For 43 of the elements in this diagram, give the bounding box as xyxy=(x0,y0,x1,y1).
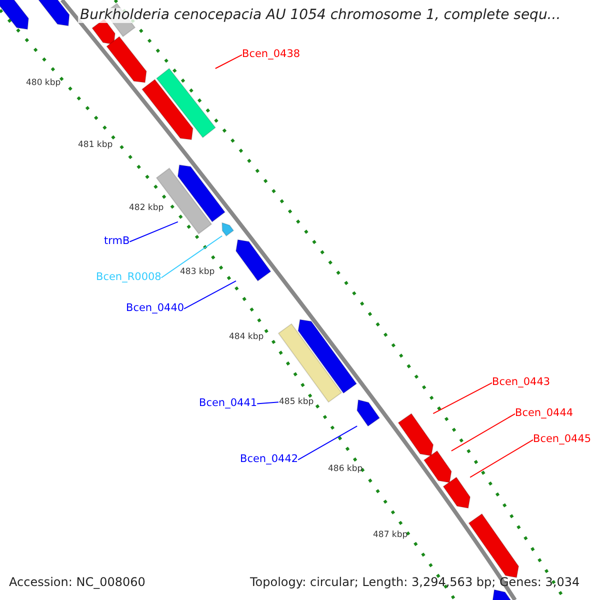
gene-block xyxy=(141,78,194,140)
gene-block xyxy=(177,164,226,222)
position-label: 486 kbp xyxy=(328,465,363,474)
position-label: 480 kbp xyxy=(26,79,61,88)
gene-block xyxy=(156,68,216,138)
leader-line xyxy=(160,235,223,278)
leader-line xyxy=(129,221,178,242)
gene-label: Bcen_0443 xyxy=(492,377,550,389)
gene-block xyxy=(298,319,358,394)
gene-label: Bcen_R0008 xyxy=(96,272,162,284)
position-label: 483 kbp xyxy=(180,268,215,278)
gene-block xyxy=(442,476,471,509)
footer-text: Accession: NC_008060 xyxy=(9,576,146,590)
gene-block xyxy=(37,0,70,26)
gene-label: Bcen_0442 xyxy=(240,454,298,466)
gene-label: trmB xyxy=(104,236,130,248)
position-label: 482 kbp xyxy=(129,204,164,214)
gene-block xyxy=(356,399,380,427)
leader-line xyxy=(256,402,279,404)
gene-block xyxy=(398,412,434,456)
gene-label: Bcen_0440 xyxy=(126,303,184,315)
gene-block xyxy=(492,589,513,600)
gene-block xyxy=(222,222,234,237)
gene-label: Bcen_0445 xyxy=(533,434,592,446)
leader-line xyxy=(214,54,242,69)
position-label: 484 kbp xyxy=(229,333,264,342)
leader-line xyxy=(298,426,358,460)
footer-text: Topology: circular; Length: 3,294,563 bp; Genes: 3,034 xyxy=(250,576,580,590)
leader-line xyxy=(432,382,492,414)
gene-block xyxy=(235,239,272,282)
leader-line xyxy=(450,413,516,452)
leader-line xyxy=(470,439,534,478)
gene-label: Bcen_0444 xyxy=(515,408,574,420)
gene-block xyxy=(0,0,30,30)
gene-block xyxy=(468,513,520,578)
gene-block xyxy=(106,36,147,84)
leader-line xyxy=(184,280,236,310)
gene-block xyxy=(423,450,452,484)
position-label: 481 kbp xyxy=(78,141,113,150)
position-label: 487 kbp xyxy=(373,531,408,540)
gene-label: Bcen_0438 xyxy=(242,49,300,61)
gene-label: Bcen_0441 xyxy=(199,398,258,410)
position-label: 485 kbp xyxy=(279,398,314,408)
